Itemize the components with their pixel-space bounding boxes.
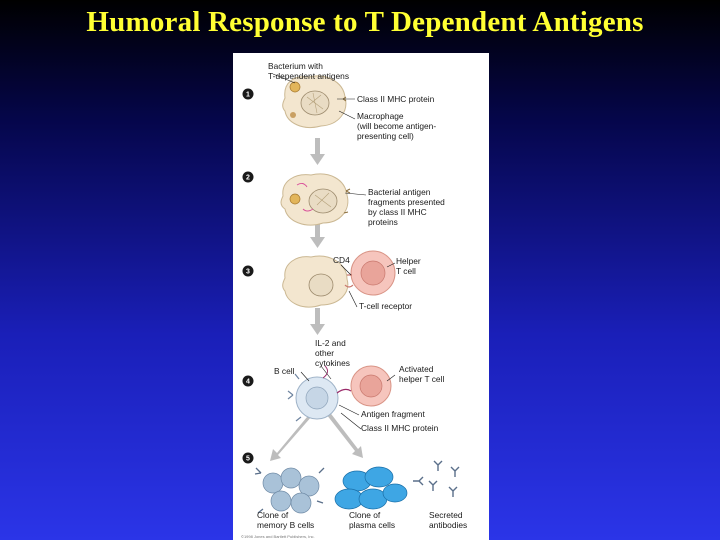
label-class2-mhc-b: Class II MHC protein [361, 423, 439, 433]
label-fragments-1: Bacterial antigen [368, 187, 431, 197]
step2-macrophage [280, 173, 351, 226]
leader-lines [272, 73, 396, 430]
label-fragments-3: by class II MHC [368, 207, 427, 217]
label-plasma-2: plasma cells [349, 520, 395, 530]
step5-clones [254, 460, 460, 514]
label-secreted-1: Secreted [429, 510, 463, 520]
label-secreted-2: antibodies [429, 520, 467, 530]
step-1-number: 1 [246, 92, 250, 99]
bacterium-icon [289, 81, 301, 93]
label-bacterium-1: Bacterium with [268, 61, 323, 71]
label-il2-2: other [315, 348, 334, 358]
step-3-number: 3 [246, 269, 250, 276]
label-memory-2: memory B cells [257, 520, 314, 530]
label-plasma-1: Clone of [349, 510, 381, 520]
label-memory-1: Clone of [257, 510, 289, 520]
label-bacterium-2: T-dependent antigens [268, 71, 349, 81]
label-il2-3: cytokines [315, 358, 350, 368]
label-il2-1: IL-2 and [315, 338, 346, 348]
label-helper-2: T cell [396, 266, 416, 276]
label-fragments-2: fragments presented [368, 197, 445, 207]
step3-cells [282, 250, 396, 308]
label-helper-1: Helper [396, 256, 421, 266]
step-5-number: 5 [246, 456, 250, 463]
antibody-icons [413, 460, 460, 497]
label-bcell: B cell [274, 366, 295, 376]
label-activated-1: Activated [399, 364, 434, 374]
step-badges: 1 2 3 4 5 [242, 88, 254, 464]
label-antigen-fragment: Antigen fragment [361, 409, 425, 419]
label-tcr: T-cell receptor [359, 301, 412, 311]
figure-copyright: ©1998 Jones and Bartlett Publishers, Inc… [241, 534, 315, 539]
figure-drawing: 1 2 3 4 5 [241, 61, 467, 539]
slide-title: Humoral Response to T Dependent Antigens [86, 6, 644, 38]
label-cd4: CD4 [333, 255, 350, 265]
memory-b-clone [254, 467, 325, 514]
step4-cells [287, 365, 392, 422]
label-fragments-4: proteins [368, 217, 398, 227]
flow-arrows [270, 138, 363, 461]
label-macrophage-1: Macrophage [357, 111, 404, 121]
plasma-cell-clone [334, 466, 408, 510]
label-class2-mhc: Class II MHC protein [357, 94, 435, 104]
label-activated-2: helper T cell [399, 374, 444, 384]
step1-macrophage [282, 75, 347, 128]
label-macrophage-3: presenting cell) [357, 131, 414, 141]
step-2-number: 2 [246, 175, 250, 182]
label-macrophage-2: (will become antigen- [357, 121, 436, 131]
step-4-number: 4 [246, 379, 250, 386]
immune-response-figure: 1 2 3 4 5 [233, 53, 489, 540]
